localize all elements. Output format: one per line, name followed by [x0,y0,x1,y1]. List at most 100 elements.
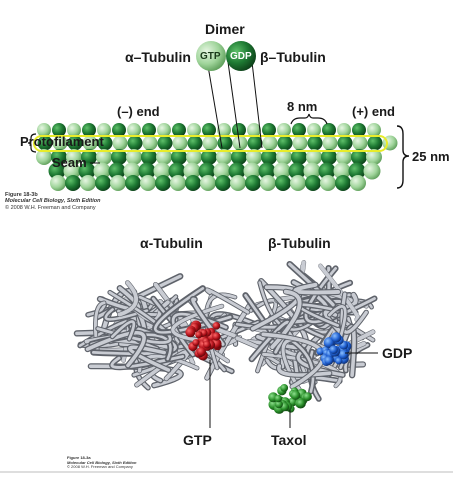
gtp-atom [212,332,221,341]
beta-tubulin-label: β–Tubulin [260,49,326,65]
alpha-subunit [350,175,366,191]
alpha-subunit [243,162,261,180]
ribbon-highlight [128,345,171,372]
gdp-atom [329,345,338,355]
beta-subunit [52,123,66,137]
alpha-subunit [142,135,158,151]
gtp-atom [196,347,206,357]
beta-subunit [37,135,53,151]
ribbon-highlight [204,293,237,370]
beta-subunit [95,175,111,191]
ribbon-highlight [296,348,345,377]
alpha-subunit [273,162,291,180]
alpha-subunit [110,175,126,191]
beta-subunit [215,175,231,191]
alpha-subunit [336,149,352,165]
alpha-subunit [67,123,81,137]
beta-subunit [171,149,187,165]
bottom-caption-figure: Figure 18-3a [67,455,91,460]
gtp-atom [212,322,221,330]
alpha-subunit [276,149,292,165]
ribbon-highlight [171,304,224,342]
alpha-subunit [232,135,248,151]
beta-subunit [112,123,126,137]
gtp-atom [195,331,203,339]
beta-subunit [172,123,186,137]
alpha-subunit [337,123,351,137]
alpha-subunit [126,149,142,165]
bottom-figure-caption: Figure 18-3a Molecular Cell Biology, Six… [67,455,137,470]
ribbon-highlight [205,301,253,380]
taxol-atom [296,398,306,408]
alpha-subunit [217,123,231,137]
beta-subunit [228,162,246,180]
alpha-subunit [186,149,202,165]
beta-subunit [78,162,96,180]
taxol-atom [274,400,283,409]
beta-subunit [198,162,216,180]
beta-subunit [65,175,81,191]
beta-subunit [322,123,336,137]
alpha-subunit [140,175,156,191]
alpha-subunit [367,123,381,137]
alpha-subunit [50,175,66,191]
gdp-ball-label: GDP [230,51,252,62]
seam-label: Seam [52,155,87,170]
gtp-atom [192,339,200,347]
beta-subunit [232,123,246,137]
alpha-subunit [93,162,111,180]
dimer-line-beta-left [227,61,241,149]
beta-subunit [288,162,306,180]
ribbon-highlight [328,305,347,346]
alpha-subunit [366,149,382,165]
dimer-label: Dimer [205,21,245,37]
bottom-caption-book: Molecular Cell Biology, Sixth Edition [67,459,137,465]
alpha-subunit [262,135,278,151]
alpha-subunit [307,123,321,137]
beta-subunit [81,149,97,165]
alpha-subunit [112,135,128,151]
beta-subunit [275,175,291,191]
alpha-subunit [202,135,218,151]
beta-subunit [307,135,323,151]
top-caption-figure: Figure 18-3b [5,192,38,198]
beta-subunit [127,135,143,151]
beta-subunit [367,135,383,151]
beta-subunit [97,135,113,151]
taxol-atom [290,390,301,400]
dimer-line-beta-right [251,61,263,149]
alpha-subunit [290,175,306,191]
diameter-brace [396,125,410,189]
beta-subunit [155,175,171,191]
alpha-subunit [320,175,336,191]
beta-subunit [217,135,233,151]
alpha-subunit [216,149,232,165]
bottom-caption-copyright: © 2008 W.H. Freeman and Company [67,464,133,470]
alpha-subunit [52,135,68,151]
gtp-structure-label: GTP [183,432,212,448]
beta-subunit [125,175,141,191]
taxol-atom [280,384,289,392]
beta-subunit [187,135,203,151]
alpha-subunit [97,123,111,137]
ribbon-highlight [205,288,250,314]
beta-subunit [245,175,261,191]
ribbon-highlight [117,280,138,317]
minus-end-label: (–) end [117,104,160,119]
beta-subunit [142,123,156,137]
beta-subunit [48,162,66,180]
ribbon-highlight [134,349,190,387]
ribbon-highlight [277,364,332,377]
top-caption-copyright: © 2008 W.H. Freeman and Company [5,204,96,211]
microtubule-model [36,123,398,191]
top-figure-caption: Figure 18-3b Molecular Cell Biology, Six… [5,192,100,211]
alpha-subunit [292,135,308,151]
gtp-atom [185,327,196,338]
beta-tubulin-ball [226,41,256,71]
alpha-subunit [127,123,141,137]
ribbon-highlight [85,330,146,368]
alpha-subunit [187,123,201,137]
beta-subunit [352,123,366,137]
beta-tubulin-structure-label: β-Tubulin [268,235,331,251]
alpha-subunit [303,162,321,180]
